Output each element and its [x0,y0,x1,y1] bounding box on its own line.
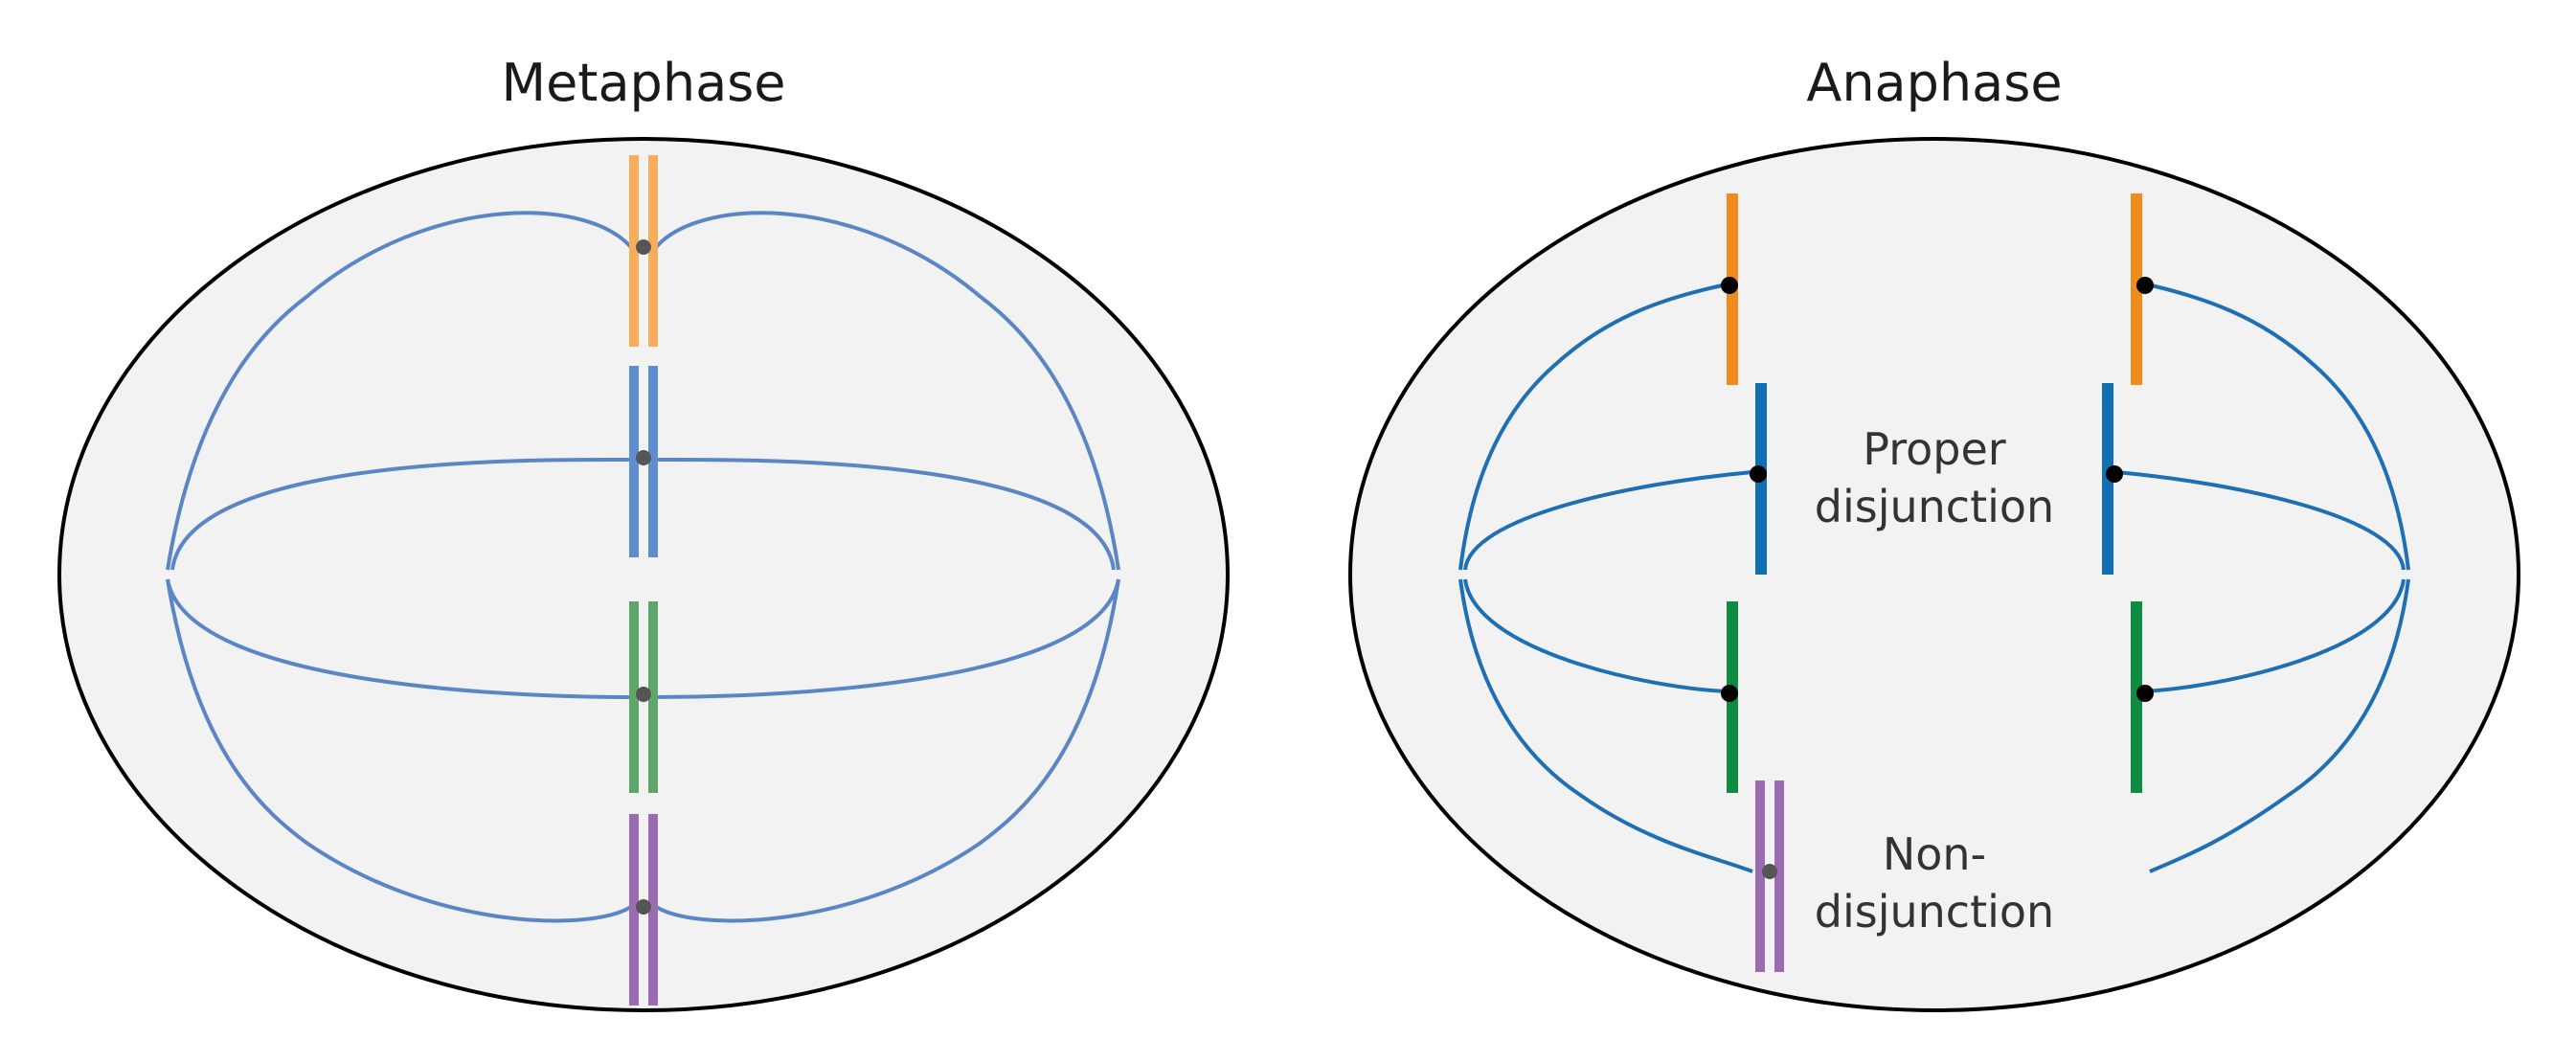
anaphase-spindle [1458,282,2410,873]
spindle-fiber [170,457,635,571]
spindle-fiber [2149,578,2410,873]
metaphase-spindle [166,211,1120,923]
chromatid [648,366,658,557]
centromere [636,899,651,915]
chromatid [1774,780,1784,972]
chromatid [1755,780,1765,972]
spindle-fiber [166,578,635,699]
chromatid [629,155,639,347]
spindle-fiber [652,457,1116,571]
metaphase-chromosome-green [629,601,658,793]
proper-disjunction-label-line1: Proper [1863,423,2005,475]
metaphase-panel: Metaphase [57,53,1230,1012]
metaphase-title: Metaphase [501,53,785,113]
chromatid [648,814,658,1006]
chromatid [648,155,658,347]
centromere [1762,864,1777,879]
spindle-fiber [651,211,1120,571]
chromatid-green [2131,601,2142,793]
metaphase-chromosome-orange [629,155,658,347]
centromere [2106,465,2123,483]
non-disjunction-label-line2: disjunction [1815,886,2054,938]
anaphase-right-chromatids [2102,193,2154,793]
anaphase-cell [1348,137,2520,1012]
anaphase-left-chromatids [1721,193,1767,793]
spindle-fiber [651,578,1120,923]
spindle-fiber [2115,470,2406,571]
chromatid [629,814,639,1006]
spindle-fiber [166,578,636,923]
proper-disjunction-label-line2: disjunction [1815,481,2054,532]
chromatid [629,366,639,557]
spindle-fiber [2142,282,2410,571]
centromere [1750,465,1767,483]
spindle-fiber [1463,578,1727,693]
spindle-fiber [1463,470,1753,571]
anaphase-title: Anaphase [1806,53,2062,113]
chromatid-orange [2131,193,2142,385]
centromere [2136,685,2154,702]
spindle-fiber [2142,578,2406,693]
spindle-fiber [1458,578,1753,873]
spindle-fiber [1458,282,1732,571]
metaphase-chromosome-purple [629,814,658,1006]
spindle-fiber [166,211,636,571]
metaphase-cell [57,137,1230,1012]
chromatid [648,601,658,793]
spindle-fiber [652,578,1120,699]
centromere [1721,685,1738,702]
metaphase-chromosome-blue [629,366,658,557]
anaphase-nondisjunction-chromosome [1755,780,1784,972]
centromere [636,239,651,255]
centromere [636,450,651,465]
centromere [636,687,651,702]
chromatid [629,601,639,793]
anaphase-panel: Anaphase [1348,53,2520,1012]
centromere [2136,277,2154,294]
centromere [1721,277,1738,294]
non-disjunction-label-line1: Non- [1883,828,1986,880]
